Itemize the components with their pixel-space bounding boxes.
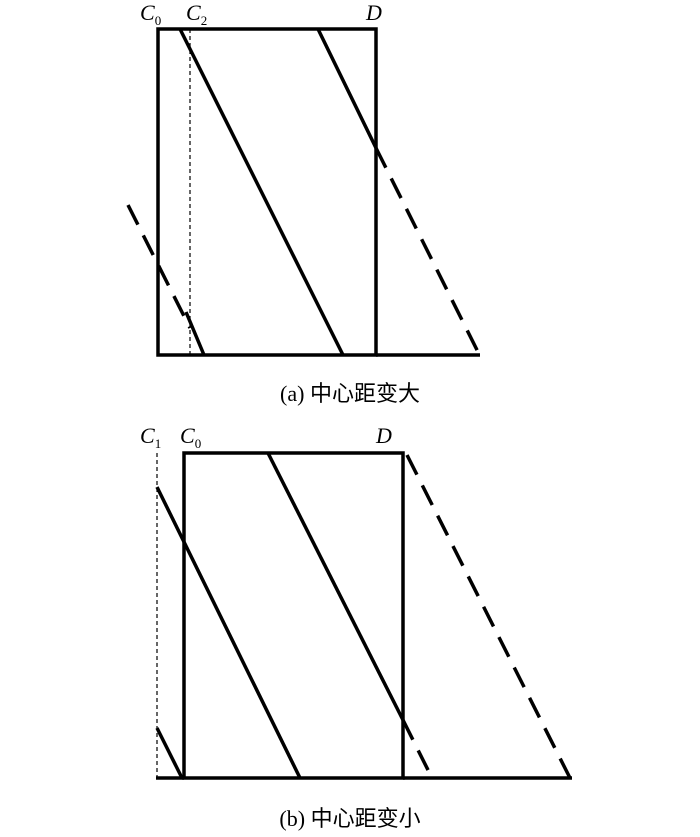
diagonal-2-b	[266, 452, 405, 721]
label-c0-a: C0	[140, 0, 161, 28]
diagonal-3-b	[155, 727, 184, 779]
diagonal-1-a	[178, 28, 345, 356]
diagonal-2-a	[316, 28, 378, 149]
panel-b: C1 C0 D (b) 中心距变小	[140, 423, 572, 831]
dashed-line-right-a	[374, 147, 480, 353]
label-c1-b: C1	[140, 423, 161, 451]
caption-b: (b) 中心距变小	[279, 806, 420, 831]
label-c2-a: C2	[186, 0, 207, 28]
label-c0-b: C0	[180, 423, 201, 451]
label-d-a: D	[365, 0, 382, 25]
dashed-line-mid-b	[401, 719, 434, 779]
dashed-line-right-b	[405, 454, 572, 779]
diagonal-3-a	[184, 311, 206, 356]
dashed-line-left-a	[126, 204, 192, 329]
label-d-b: D	[375, 423, 392, 448]
caption-a: (a) 中心距变大	[280, 381, 420, 406]
diagonal-1-b	[155, 486, 302, 779]
panel-a: C0 C2 D (a) 中心距变大	[126, 0, 480, 406]
